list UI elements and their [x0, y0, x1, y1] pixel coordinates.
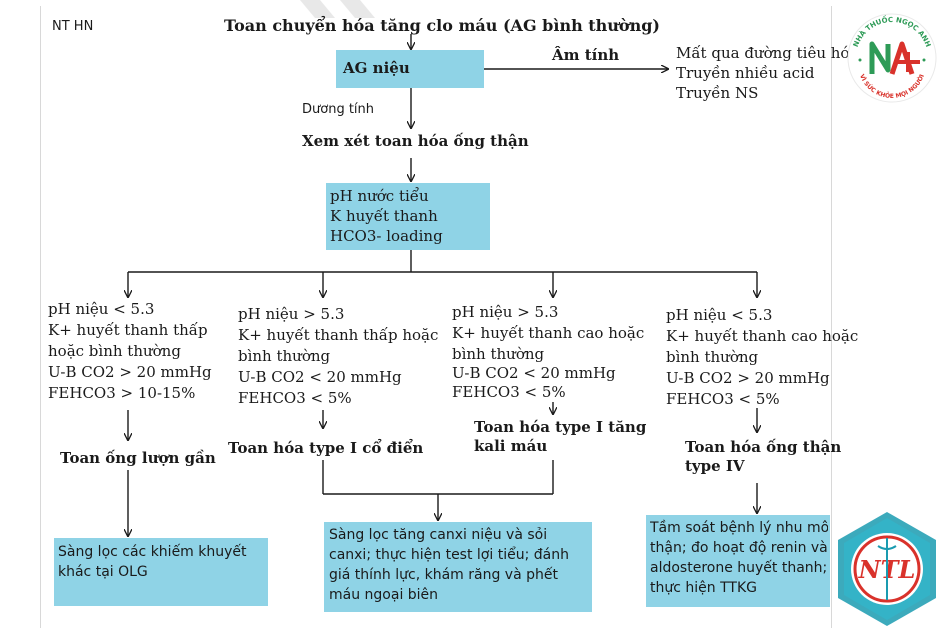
- criterion: K+ huyết thanh cao hoặc: [452, 324, 645, 342]
- corner-label: NT HN: [52, 19, 94, 34]
- action-box-4: [646, 515, 830, 607]
- test-line-3: HCO3- loading: [330, 227, 443, 245]
- criterion: bình thường: [666, 348, 759, 366]
- criterion: pH niệu < 5.3: [666, 306, 773, 324]
- criterion: U-B CO2 < 20 mmHg: [452, 364, 616, 382]
- criterion: pH niệu > 5.3: [452, 303, 559, 321]
- criterion: pH niệu < 5.3: [48, 300, 155, 318]
- negative-label: Âm tính: [552, 46, 620, 64]
- criterion: bình thường: [238, 347, 331, 365]
- shared-action-text: Sàng lọc tăng canxi niệu và sỏi canxi; t…: [329, 527, 569, 603]
- action-box-1: [54, 538, 268, 606]
- ntl-logo: NTL: [826, 508, 948, 630]
- action-text-1: Sàng lọc các khiếm khuyết khác tại OLG: [58, 544, 247, 580]
- pharmacy-logo-mark-icon: NHÀ THUỐC NGỌC ANH VÌ SỨC KHỎE MỌI NGƯỜI: [847, 13, 937, 103]
- ag-urine-box: [336, 50, 484, 88]
- criterion: U-B CO2 < 20 mmHg: [238, 368, 402, 386]
- test-line-2: K huyết thanh: [330, 207, 438, 225]
- criterion: K+ huyết thanh cao hoặc: [666, 327, 859, 345]
- criterion: FEHCO3 < 5%: [238, 389, 352, 407]
- diagnosis-hyperkalemic-type1: Toan hóa type I tăng kali máu: [474, 418, 647, 455]
- page-title: Toan chuyển hóa tăng clo máu (AG bình th…: [224, 16, 660, 35]
- criterion: pH niệu > 5.3: [238, 305, 345, 323]
- criterion: bình thường: [452, 345, 545, 363]
- watermark-banner: [300, 0, 375, 18]
- diagnosis-classic-type1: Toan hóa type I cổ điển: [228, 439, 424, 457]
- criterion: K+ huyết thanh thấp: [48, 321, 208, 339]
- criterion: FEHCO3 > 10-15%: [48, 384, 196, 402]
- action-text-4: Tầm soát bệnh lý nhu mô thận; đo hoạt độ…: [650, 520, 828, 596]
- shared-action-box: [324, 522, 592, 612]
- negative-cause-2: Truyền nhiều acid: [676, 64, 815, 82]
- negative-cause-3: Truyền NS: [676, 84, 759, 102]
- test-line-1: pH nước tiểu: [330, 187, 429, 205]
- criterion: hoặc bình thường: [48, 342, 181, 360]
- ntl-logo-mark-icon: NTL: [838, 512, 936, 626]
- negative-cause-1: Mất qua đường tiêu hó: [676, 44, 850, 62]
- criterion: FEHCO3 < 5%: [666, 390, 780, 408]
- criterion: K+ huyết thanh thấp hoặc: [238, 326, 439, 344]
- consider-rta-label: Xem xét toan hóa ống thận: [302, 132, 529, 150]
- pharmacy-logo: NHÀ THUỐC NGỌC ANH VÌ SỨC KHỎE MỌI NGƯỜI: [842, 8, 942, 108]
- criterion: U-B CO2 > 20 mmHg: [48, 363, 212, 381]
- criterion: FEHCO3 < 5%: [452, 383, 566, 401]
- diagnosis-proximal-rta: Toan ống lượn gần: [60, 449, 216, 467]
- ag-urine-label: AG niệu: [343, 59, 410, 77]
- positive-label: Dương tính: [302, 102, 375, 117]
- diagnosis-type4: Toan hóa ống thận type IV: [685, 438, 842, 475]
- criterion: U-B CO2 > 20 mmHg: [666, 369, 830, 387]
- tests-box: [326, 183, 490, 250]
